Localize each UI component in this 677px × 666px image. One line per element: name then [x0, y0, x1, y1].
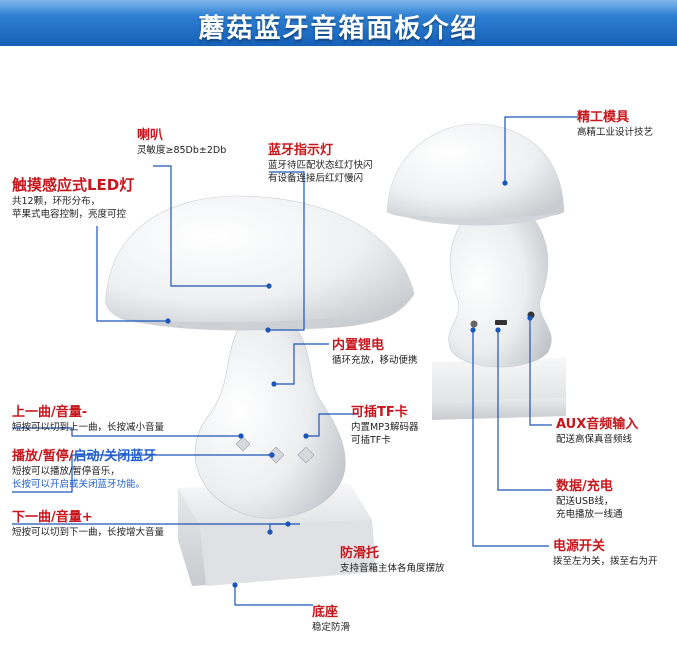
annotation-play: 播放/暂停/启动/关闭蓝牙 短按可以播放/暂停音乐， 长按可以开启或关闭蓝牙功能… — [12, 449, 157, 490]
annotation-battery: 内置锂电 循环充放，移动便携 — [332, 338, 418, 366]
leader-dots — [165, 180, 533, 588]
next-button[interactable] — [297, 446, 315, 464]
small-speaker-base — [432, 358, 566, 420]
annotation-bt-light: 蓝牙指示灯 蓝牙待匹配状态红灯快闪 有设备连接后红灯慢闪 — [268, 143, 373, 184]
annotation-power: 电源开关 拨至左为关，拨至右为开 — [553, 539, 658, 567]
small-speaker-cap — [386, 123, 565, 222]
page-title: 蘑菇蓝牙音箱面板介绍 — [198, 14, 479, 44]
annotation-prev: 上一曲/音量- 短按可以切到上一曲，长按减小音量 — [12, 405, 165, 433]
annotation-aux: AUX音频输入 配送高保真音频线 — [556, 417, 639, 445]
title-banner: 蘑菇蓝牙音箱面板介绍 — [0, 0, 677, 46]
leader-lines — [12, 116, 578, 606]
power-switch-icon — [470, 320, 478, 328]
annotation-mould: 精工模具 高精工业设计技艺 — [577, 110, 654, 138]
annotation-tf-card: 可插TF卡 内置MP3解码器 可插TF卡 — [351, 405, 419, 446]
prev-button[interactable] — [235, 436, 251, 452]
large-speaker-cap — [105, 195, 415, 330]
small-speaker-view — [386, 123, 566, 420]
control-buttons — [235, 436, 315, 464]
annotation-antislip: 防滑托 支持音箱主体各角度摆放 — [340, 546, 445, 574]
rear-ports — [470, 311, 535, 328]
usb-port-icon — [495, 320, 507, 325]
annotation-speaker: 喇叭 灵敏度≥85Db±2Db — [137, 128, 227, 156]
annotation-base: 底座 稳定防滑 — [312, 605, 351, 633]
small-speaker-body — [448, 211, 552, 368]
play-pause-button[interactable] — [267, 446, 285, 464]
annotation-data-charge: 数据/充电 配送USB线， 充电播放一线通 — [556, 479, 623, 520]
product-illustration — [12, 116, 578, 606]
large-speaker-body — [194, 319, 346, 519]
annotation-led: 触摸感应式LED灯 共12颗，环形分布， 苹果式电容控制，亮度可控 — [12, 176, 135, 220]
large-speaker-view — [105, 195, 415, 586]
annotation-next: 下一曲/音量+ 短按可以切到下一曲，长按增大音量 — [12, 510, 165, 538]
